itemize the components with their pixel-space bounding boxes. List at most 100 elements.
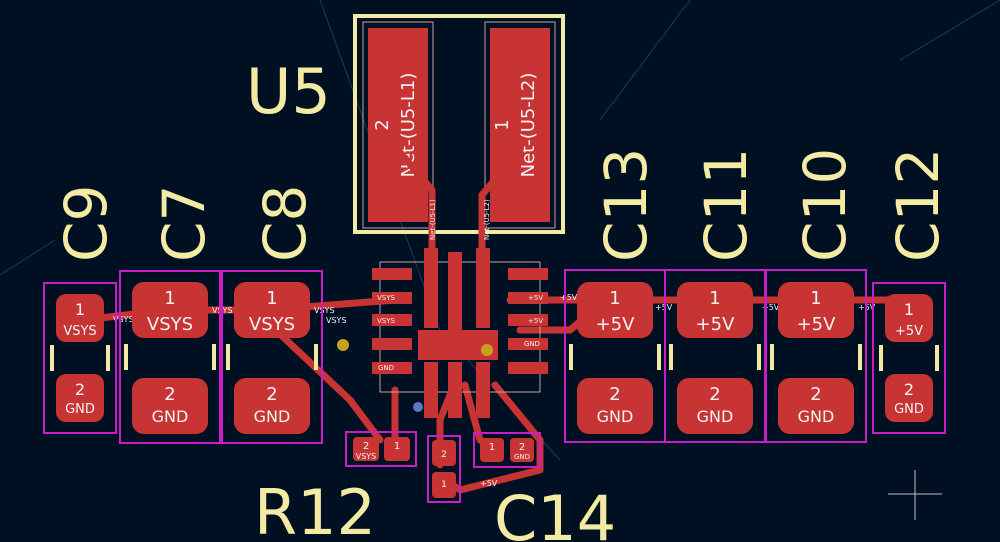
ic-pad-top-1[interactable] — [424, 248, 438, 328]
ref-c8: C8 — [251, 185, 319, 262]
trace-label-5v-2: +5V — [655, 303, 673, 312]
c13-pad1-number: 1 — [609, 288, 620, 309]
c8-silk-left — [226, 344, 230, 370]
u5-pad1-number: 1 — [492, 119, 513, 130]
u5-pad-1[interactable] — [490, 28, 550, 222]
trace-label-vsys-4: VSYS — [326, 316, 347, 325]
c14-pad-2[interactable] — [432, 440, 456, 466]
c9-courtyard — [43, 282, 117, 434]
small-footprint-right-pad2-number: 2 — [519, 442, 525, 453]
c14-pad-1[interactable] — [432, 472, 456, 498]
c11-pad1-number: 1 — [709, 288, 720, 309]
r12-pad-1[interactable] — [384, 437, 410, 461]
c9-pad-2[interactable] — [56, 374, 104, 422]
trace-label-5v-5: +5V — [480, 479, 498, 488]
c14-pad1-number: 1 — [441, 480, 447, 490]
small-footprint-right-pad-1[interactable] — [480, 438, 504, 462]
u5-courtyard — [353, 14, 565, 234]
c12-silk-right — [935, 345, 939, 371]
c7-courtyard — [119, 270, 221, 444]
small-footprint-right-courtyard — [473, 432, 541, 468]
c10-pad-2[interactable] — [778, 378, 854, 434]
ic-footprint[interactable]: VSYS VSYS +5V +5V GND GND Net-(U5-L1) Ne… — [337, 199, 548, 418]
small-footprint-right-pad-2[interactable] — [510, 438, 534, 462]
c7-pad-2[interactable] — [132, 378, 208, 434]
ref-c11: C11 — [692, 148, 760, 262]
c10-silk-left — [770, 344, 774, 370]
ic-pad-vsys-a[interactable] — [372, 292, 412, 304]
c9-pad2-number: 2 — [75, 380, 85, 399]
c9-silk-right — [106, 345, 110, 371]
ic-via-bottom — [413, 402, 423, 412]
ic-pad-bottom-1[interactable] — [424, 362, 438, 418]
ic-pad-left-13[interactable] — [372, 362, 412, 374]
c10-footprint[interactable]: 1 +5V 2 GND — [765, 269, 867, 443]
c13-pad1-net: +5V — [596, 314, 636, 335]
c11-silk-right — [757, 344, 761, 370]
c11-pad-2[interactable] — [677, 378, 753, 434]
c9-footprint[interactable]: 1 VSYS 2 GND — [43, 282, 117, 434]
u5-footprint[interactable]: 2 Net-(U5-L1) 1 Net-(U5-L2) — [353, 14, 565, 234]
c10-courtyard — [765, 269, 867, 443]
ic-pad-right-1[interactable] — [508, 268, 548, 280]
ic-pad-top-3[interactable] — [476, 248, 490, 328]
c12-pad-2[interactable] — [885, 374, 933, 422]
c9-pad2-net: GND — [65, 402, 95, 417]
c8-footprint[interactable]: 1 VSYS 2 GND — [221, 270, 323, 444]
c14-pad2-number: 2 — [441, 450, 447, 460]
c11-footprint[interactable]: 1 +5V 2 GND — [664, 269, 766, 443]
u5-inner-outline-left — [362, 21, 434, 229]
c10-pad-1[interactable] — [778, 282, 854, 338]
c7-footprint[interactable]: 1 VSYS 2 GND — [119, 270, 221, 444]
c7-pad-1[interactable] — [132, 282, 208, 338]
ic-pad-left-14[interactable] — [372, 338, 412, 350]
c10-pad1-net: +5V — [797, 314, 837, 335]
c7-pad1-net: VSYS — [147, 314, 193, 335]
c11-pad1-net: +5V — [696, 314, 736, 335]
r12-pad2-number: 2 — [363, 441, 369, 452]
ic-net-gnd-a: GND — [524, 340, 540, 348]
small-footprint-right[interactable]: 1 2 GND — [473, 432, 541, 468]
r12-pad1-number: 1 — [394, 441, 400, 452]
c7-pad2-net: GND — [152, 407, 189, 426]
c13-pad2-number: 2 — [609, 384, 620, 405]
c11-pad-1[interactable] — [677, 282, 753, 338]
ic-pad-5v-a[interactable] — [508, 292, 548, 304]
ref-c9: C9 — [52, 185, 120, 262]
trace-label-vsys-3: VSYS — [314, 306, 335, 315]
c13-pad-1[interactable] — [577, 282, 653, 338]
r12-pad-2[interactable] — [353, 437, 379, 461]
c13-footprint[interactable]: 1 +5V 2 GND — [564, 269, 666, 443]
r12-footprint[interactable]: 2 VSYS 1 — [345, 431, 417, 467]
c10-pad2-net: GND — [798, 407, 835, 426]
c8-pad-2[interactable] — [234, 378, 310, 434]
c10-silk-right — [858, 344, 862, 370]
ref-r12: R12 — [254, 476, 376, 542]
ic-pad-right-6[interactable] — [508, 338, 548, 350]
ic-pad-vsys-b[interactable] — [372, 314, 412, 326]
trace-label-l1: Net-(U5-L1) — [429, 199, 437, 240]
ref-c12: C12 — [884, 148, 952, 262]
c14-footprint[interactable]: 2 1 — [427, 435, 461, 503]
c12-pad-1[interactable] — [885, 294, 933, 342]
ic-net-vsys-b: VSYS — [377, 317, 396, 325]
u5-pad-2[interactable] — [368, 28, 428, 222]
ic-pad-top-2[interactable] — [448, 252, 462, 332]
c14-courtyard — [427, 435, 461, 503]
c10-pad2-number: 2 — [810, 384, 821, 405]
c8-pad1-number: 1 — [266, 288, 277, 309]
c7-silk-right — [212, 344, 216, 370]
ic-pad-bottom-2[interactable] — [448, 362, 462, 418]
ref-c10: C10 — [791, 148, 859, 262]
ic-pad-l1[interactable] — [372, 268, 412, 280]
c13-silk-left — [569, 344, 573, 370]
u5-pad1-net: Net-(U5-L2) — [518, 73, 539, 178]
c12-footprint[interactable]: 1 +5V 2 GND — [872, 282, 946, 434]
c13-pad-2[interactable] — [577, 378, 653, 434]
ic-pad-right-5[interactable] — [508, 362, 548, 374]
ic-pad-5v-b[interactable] — [508, 314, 548, 326]
c8-pad-1[interactable] — [234, 282, 310, 338]
ic-via-right — [481, 344, 493, 356]
c9-pad-1[interactable] — [56, 294, 104, 342]
ic-pad-bottom-3[interactable] — [476, 362, 490, 418]
